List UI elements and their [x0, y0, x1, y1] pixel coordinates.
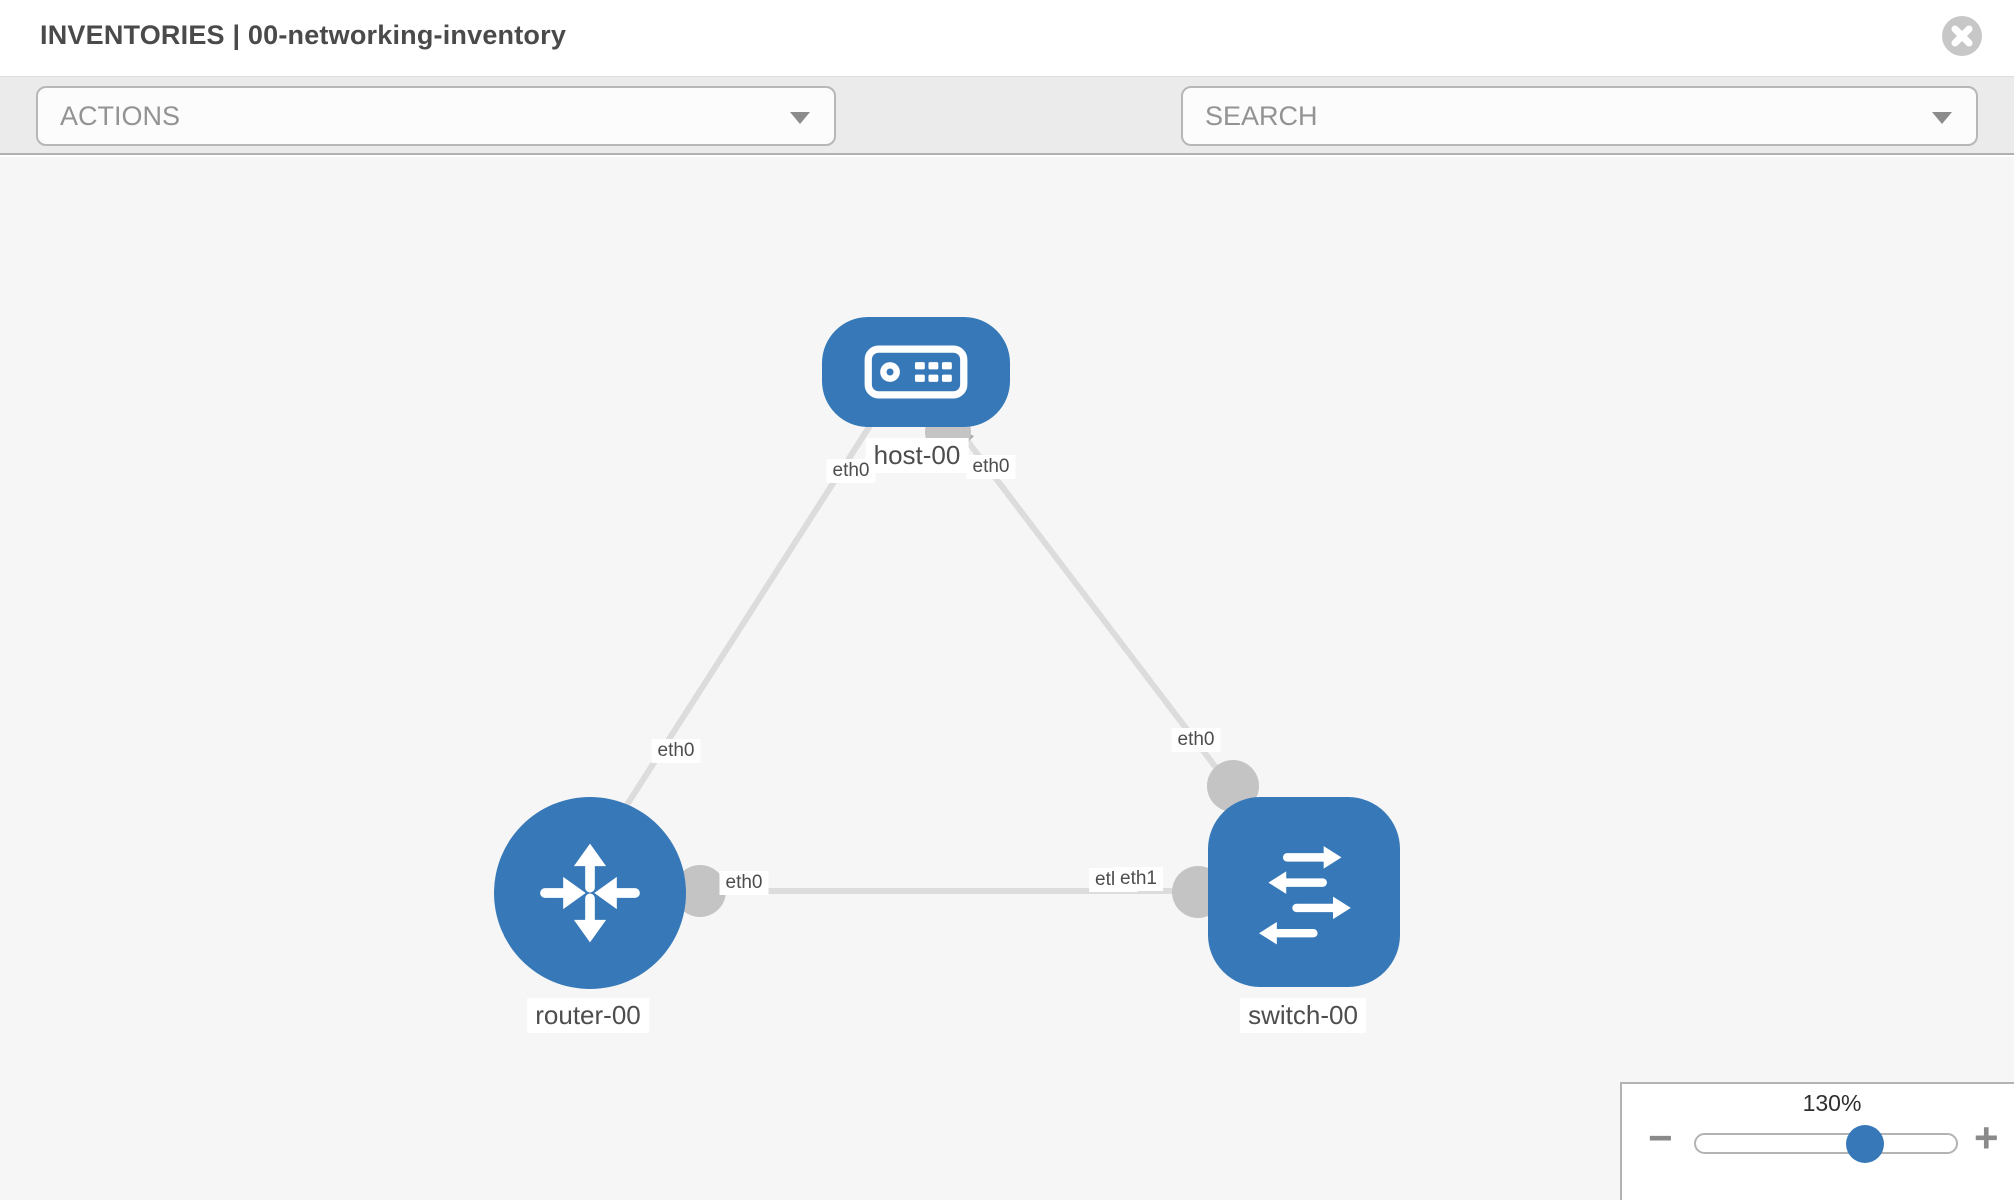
- link-host-router: [595, 408, 883, 852]
- switch-icon: [1259, 846, 1351, 945]
- search-dropdown-label: SEARCH: [1205, 101, 1318, 131]
- zoom-slider-track[interactable]: [1694, 1133, 1958, 1154]
- close-icon: [1942, 16, 1982, 56]
- search-dropdown[interactable]: SEARCH: [1181, 86, 1978, 146]
- if-label-host-eth0-to-router: eth0: [826, 459, 876, 483]
- if-label-router-eth0: eth0: [719, 871, 769, 895]
- node-label-host: host-00: [865, 438, 969, 473]
- page-title: INVENTORIES | 00-networking-inventory: [40, 20, 567, 50]
- zoom-slider-thumb[interactable]: [1846, 1125, 1884, 1163]
- zoom-control-panel: 130% − +: [1620, 1082, 2014, 1200]
- router-icon: [540, 843, 640, 943]
- close-button[interactable]: [1940, 14, 1984, 58]
- header: INVENTORIES | 00-networking-inventory: [0, 0, 2014, 76]
- chevron-down-icon: [790, 112, 810, 124]
- if-label-switch-eth0-uplink: eth0: [1171, 728, 1221, 752]
- node-host-00[interactable]: [822, 317, 1010, 427]
- toolbar: ACTIONS SEARCH: [0, 76, 2014, 210]
- actions-dropdown[interactable]: ACTIONS: [36, 86, 836, 146]
- zoom-level-value: 130%: [1802, 1090, 1862, 1116]
- interface-connector-router-eth0: [674, 865, 726, 917]
- host-icon: [864, 345, 968, 399]
- zoom-in-button[interactable]: +: [1974, 1114, 1999, 1161]
- node-router-00[interactable]: [494, 797, 686, 989]
- if-label-host-eth0-to-switch: eth0: [966, 455, 1016, 479]
- zoom-out-button[interactable]: −: [1648, 1114, 1673, 1161]
- if-label-router-eth0-uplink: eth0: [651, 739, 701, 763]
- if-label-switch-eth1: eth1: [1114, 867, 1163, 891]
- chevron-down-icon: [1932, 112, 1952, 124]
- actions-dropdown-label: ACTIONS: [60, 101, 181, 131]
- topology-canvas[interactable]: [0, 157, 2014, 1200]
- node-switch-00[interactable]: [1208, 797, 1400, 987]
- node-label-switch: switch-00: [1240, 998, 1366, 1033]
- node-label-router: router-00: [527, 998, 649, 1033]
